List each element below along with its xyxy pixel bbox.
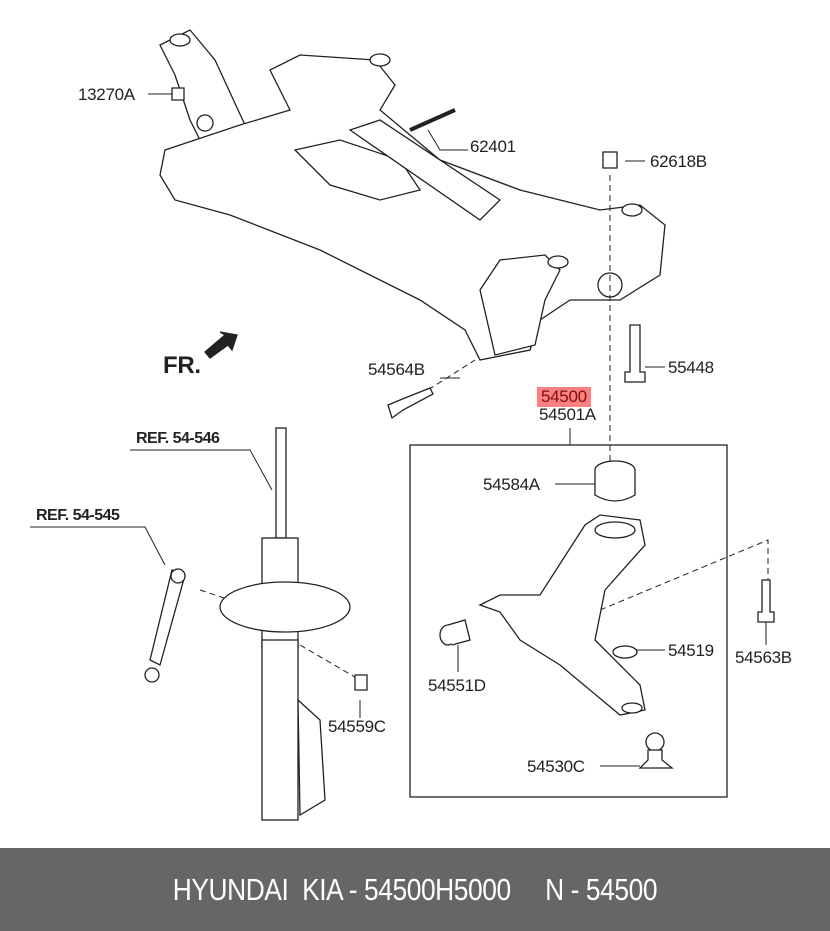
bushing-54551D [439, 619, 471, 646]
bolt-55448 [624, 324, 646, 383]
ring-54519 [612, 645, 638, 659]
label-54551D[interactable]: 54551D [428, 676, 486, 695]
strut-assembly [144, 427, 351, 821]
crossmember-62401 [159, 29, 666, 361]
nut-62618B [602, 151, 618, 169]
label-54501A[interactable]: 54501A [539, 405, 596, 424]
label-54584A[interactable]: 54584A [483, 475, 540, 494]
label-55448[interactable]: 55448 [668, 358, 714, 377]
label-54563B[interactable]: 54563B [735, 648, 792, 667]
ref-54-546[interactable]: REF. 54-546 [136, 430, 220, 447]
bushing-54584A [594, 460, 636, 502]
label-13270A[interactable]: 13270A [78, 85, 135, 104]
label-62618B[interactable]: 62618B [650, 152, 707, 171]
front-arrow-icon [204, 331, 238, 359]
part-number-footer: HYUNDAI KIA - 54500H5000 N - 54500 [0, 848, 830, 931]
ball-joint-54530C [638, 732, 674, 769]
bolt-54563B [757, 579, 775, 623]
label-54500-highlighted[interactable]: 54500 [537, 387, 591, 407]
parts-diagram [30, 29, 775, 821]
front-direction-label: FR. [163, 352, 201, 379]
label-54519[interactable]: 54519 [668, 641, 714, 660]
ref-54-545[interactable]: REF. 54-545 [36, 507, 120, 524]
label-54564B[interactable]: 54564B [368, 360, 425, 379]
label-54530C[interactable]: 54530C [527, 757, 585, 776]
assembly-box [409, 444, 728, 798]
nut-54559C [354, 674, 368, 691]
footer-text: HYUNDAI KIA - 54500H5000 N - 54500 [172, 871, 658, 907]
nut-13270A [171, 87, 185, 101]
bolt-54564B [387, 387, 434, 420]
label-62401[interactable]: 62401 [470, 137, 516, 156]
control-arm-54500 [478, 514, 646, 716]
label-54559C[interactable]: 54559C [328, 717, 386, 736]
